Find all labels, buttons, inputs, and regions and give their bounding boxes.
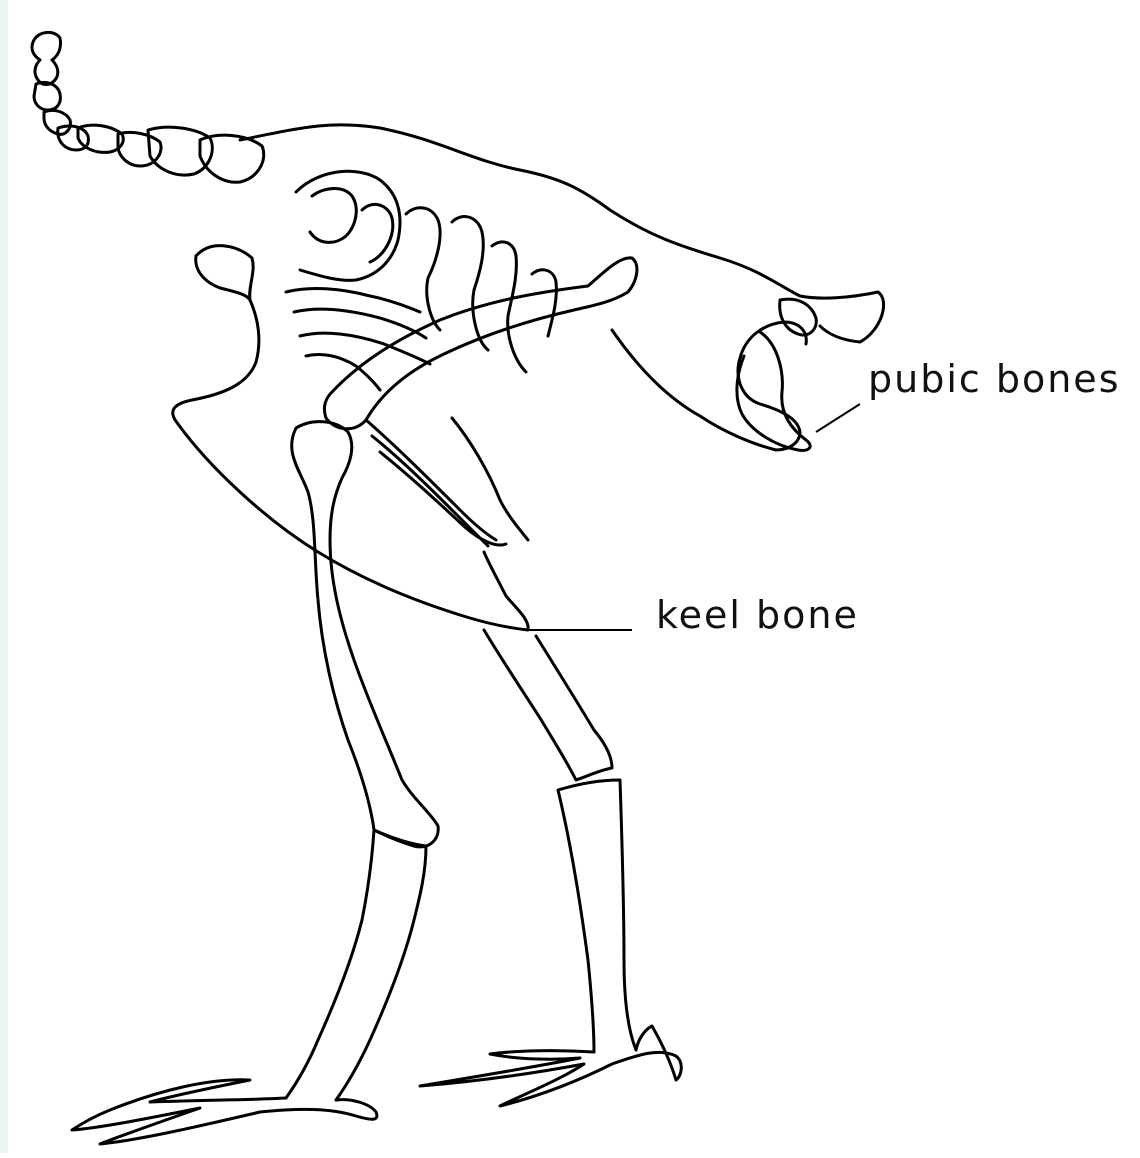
pubic-leader-line xyxy=(816,404,860,432)
left-tibiotarsus xyxy=(286,830,426,1100)
right-foot xyxy=(420,1026,681,1106)
tail-vertebrae xyxy=(780,299,817,335)
neck-vertebrae xyxy=(32,32,264,182)
keel-bone-label: keel bone xyxy=(656,593,859,637)
paper-edge xyxy=(0,0,8,1153)
pubic-bones-label: pubic bones xyxy=(868,357,1121,401)
pelvis xyxy=(612,322,806,450)
femur xyxy=(292,422,439,847)
sternal-ribs xyxy=(366,418,528,546)
right-tibia xyxy=(484,630,612,780)
right-tarsus xyxy=(558,780,636,1052)
sternum-inner xyxy=(196,256,250,300)
rib-cage xyxy=(286,171,556,390)
pubic-bones xyxy=(737,332,810,450)
left-foot xyxy=(72,1080,377,1144)
